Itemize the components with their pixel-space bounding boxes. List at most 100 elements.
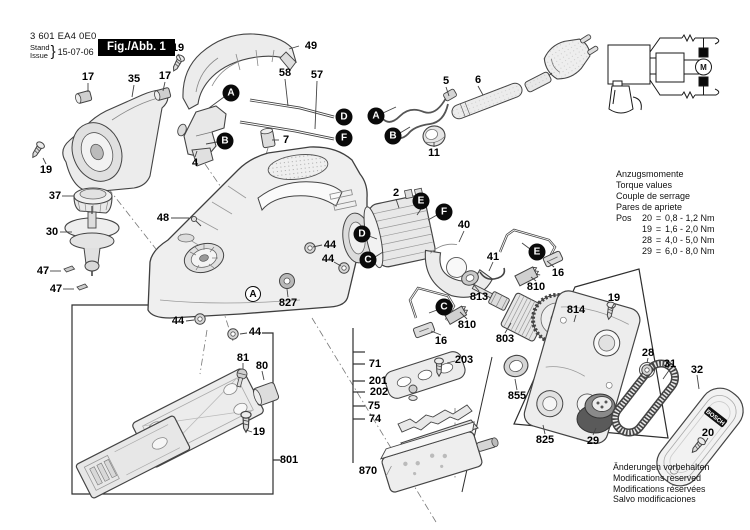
part-callout-203: 203 bbox=[454, 354, 474, 366]
part-callout-16: 16 bbox=[551, 267, 565, 279]
part-callout-17: 17 bbox=[158, 70, 172, 82]
part-callout-810: 810 bbox=[526, 281, 546, 293]
part-callout-35: 35 bbox=[127, 73, 141, 85]
part-callout-20: 20 bbox=[701, 427, 715, 439]
part-callout-44: 44 bbox=[248, 326, 262, 338]
figure-label: Fig./Abb. 1 bbox=[98, 39, 175, 56]
assembly-marker-D: D bbox=[335, 108, 353, 126]
part-callout-827: 827 bbox=[278, 297, 298, 309]
assembly-marker-A: A bbox=[367, 107, 385, 125]
bearing-813 bbox=[461, 270, 479, 286]
belt-cover-32: BOSCH bbox=[656, 387, 744, 487]
cord-sleeve bbox=[451, 82, 523, 120]
nut-28 bbox=[641, 364, 653, 376]
part-callout-80: 80 bbox=[255, 360, 269, 372]
cap-11 bbox=[422, 125, 446, 147]
part-callout-202: 202 bbox=[369, 386, 389, 398]
assembly-marker-B: B bbox=[384, 127, 402, 145]
front-sole-plate bbox=[75, 415, 191, 499]
part-callout-44: 44 bbox=[321, 253, 335, 265]
stop-80 bbox=[252, 382, 280, 406]
part-callout-40: 40 bbox=[457, 219, 471, 231]
torque-heading-en: Torque values bbox=[616, 180, 673, 190]
part-callout-30: 30 bbox=[45, 226, 59, 238]
assembly-marker-E: E bbox=[528, 243, 546, 261]
power-cord bbox=[382, 34, 599, 147]
nut-44c bbox=[194, 313, 206, 325]
title-block: 3 601 EA4 0E0 Stand Issue } 15-07-06 bbox=[30, 31, 97, 60]
carbon-brush-810b bbox=[444, 305, 469, 326]
carbon-brush-810a bbox=[514, 266, 541, 287]
assembly-marker-F: F bbox=[335, 129, 353, 147]
part-callout-71: 71 bbox=[368, 358, 382, 370]
part-callout-74: 74 bbox=[368, 413, 382, 425]
nut-44d bbox=[227, 328, 239, 340]
part-callout-49: 49 bbox=[304, 40, 318, 52]
note-de: Änderungen vorbehalten bbox=[613, 462, 710, 472]
part-number: 3 601 EA4 0E0 bbox=[30, 31, 97, 42]
part-callout-41: 41 bbox=[486, 251, 500, 263]
switch-4 bbox=[177, 105, 227, 167]
part-callout-11: 11 bbox=[428, 147, 440, 159]
part-callout-6: 6 bbox=[474, 74, 482, 86]
part-callout-19: 19 bbox=[171, 42, 185, 54]
washer-827 bbox=[279, 273, 295, 289]
part-callout-57: 57 bbox=[310, 69, 324, 81]
blade-cover-71 bbox=[384, 351, 466, 399]
cap-17-right bbox=[154, 87, 172, 101]
clip-41 bbox=[479, 267, 506, 280]
part-callout-47: 47 bbox=[49, 283, 63, 295]
note-en: Modifications reserved bbox=[613, 472, 702, 483]
mains-plug bbox=[543, 34, 599, 80]
assembly-marker-B: B bbox=[216, 132, 234, 150]
bearing-855 bbox=[503, 354, 529, 378]
note-es: Salvo modificaciones bbox=[613, 494, 696, 505]
cap-17-left bbox=[75, 90, 93, 104]
clamp-plate-75 bbox=[397, 404, 473, 433]
part-callout-19: 19 bbox=[39, 164, 53, 176]
cutter-drum-870 bbox=[379, 421, 499, 493]
nut-201 bbox=[408, 384, 418, 394]
part-callout-44: 44 bbox=[171, 315, 185, 327]
part-callout-37: 37 bbox=[48, 190, 62, 202]
assembly-marker-A: A bbox=[222, 84, 240, 102]
part-callout-813: 813 bbox=[469, 291, 489, 303]
part-callout-17: 17 bbox=[81, 71, 95, 83]
part-callout-814: 814 bbox=[566, 304, 586, 316]
part-callout-16: 16 bbox=[434, 335, 448, 347]
nut-44a bbox=[304, 242, 316, 254]
part-callout-855: 855 bbox=[507, 390, 527, 402]
assembly-marker-E: E bbox=[412, 192, 430, 210]
washer-202 bbox=[408, 395, 418, 401]
part-callout-31: 31 bbox=[663, 358, 677, 370]
part-callout-47: 47 bbox=[36, 265, 50, 277]
drive-belt-31 bbox=[610, 359, 680, 437]
part-callout-44: 44 bbox=[323, 239, 337, 251]
pin-48 bbox=[190, 215, 198, 223]
screw-19-top bbox=[169, 53, 186, 74]
leader-lines bbox=[42, 45, 709, 444]
part-callout-801: 801 bbox=[279, 454, 299, 466]
assembly-marker-C: C bbox=[359, 251, 377, 269]
part-callout-28: 28 bbox=[641, 347, 655, 359]
sleeve-7 bbox=[260, 128, 276, 149]
torque-row: 28=4,0 - 5,0 Nm bbox=[641, 235, 715, 245]
part-callout-19: 19 bbox=[252, 426, 266, 438]
nut-44b bbox=[338, 262, 350, 274]
blade-drum-group-870 bbox=[379, 351, 499, 493]
assembly-marker-C: C bbox=[435, 298, 453, 316]
part-callout-201: 201 bbox=[368, 375, 388, 387]
part-callout-19: 19 bbox=[607, 292, 621, 304]
part-callout-870: 870 bbox=[358, 465, 378, 477]
depth-adjuster-30 bbox=[64, 206, 120, 276]
screw-19-left bbox=[28, 140, 47, 161]
part-callout-58: 58 bbox=[278, 67, 292, 79]
part-callout-4: 4 bbox=[191, 157, 199, 169]
note-fr: Modifications réservées bbox=[613, 483, 706, 494]
torque-row: 19=1,6 - 2,0 Nm bbox=[641, 224, 715, 234]
motor-symbol: M bbox=[700, 63, 707, 72]
part-callout-32: 32 bbox=[690, 364, 704, 376]
part-callout-81: 81 bbox=[236, 352, 250, 364]
